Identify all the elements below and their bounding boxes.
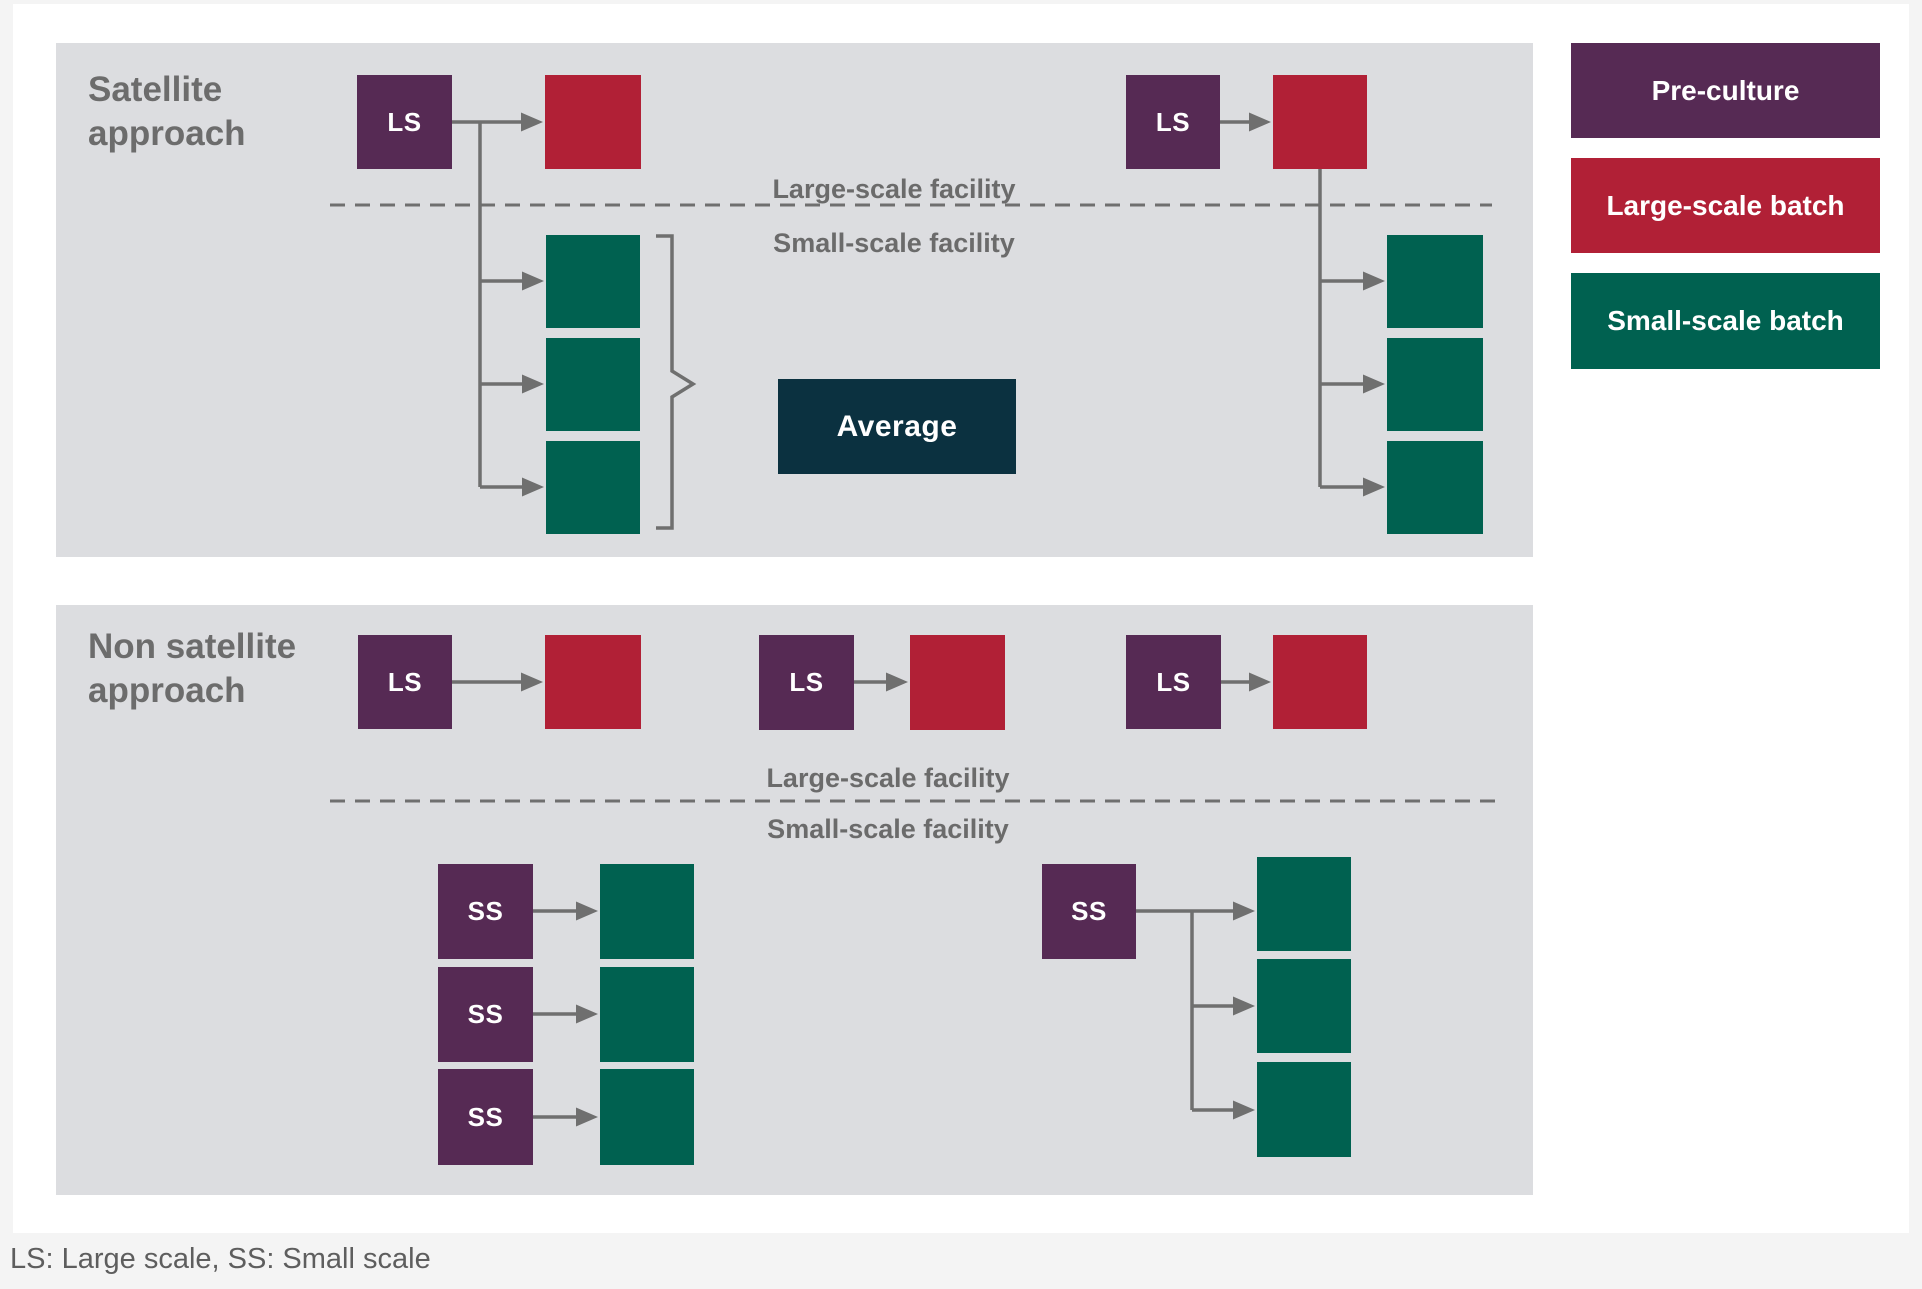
small-scale-batch-node: [1257, 1062, 1351, 1157]
average-brace: [656, 234, 697, 530]
arrowhead-icon: [1249, 672, 1271, 692]
small-scale-facility-label: Small-scale facility: [773, 228, 1015, 258]
small-scale-batch-node: [1387, 441, 1483, 534]
pre-culture-node-small-scale: SS: [438, 1069, 533, 1165]
small-scale-batch-node: [546, 338, 640, 431]
arrowhead-icon: [1363, 477, 1385, 497]
footer-strip: LS: Large scale, SS: Small scale: [0, 1233, 1922, 1289]
arrowhead-icon: [576, 1004, 598, 1024]
large-scale-facility-label: Large-scale facility: [772, 174, 1016, 204]
arrowhead-icon: [1363, 374, 1385, 394]
non-satellite-approach-panel: Non satellite approach LS LS LS Large-sc…: [56, 605, 1533, 1195]
small-scale-batch-node: [600, 1069, 694, 1165]
satellite-approach-panel: Satellite approach LS Large-scale facili…: [56, 43, 1533, 557]
legend-item-pre-culture: Pre-culture: [1571, 43, 1880, 138]
pre-culture-node-small-scale: SS: [438, 864, 533, 959]
arrowhead-icon: [1233, 996, 1255, 1016]
small-scale-facility-label: Small-scale facility: [767, 814, 1009, 844]
arrowhead-icon: [522, 477, 544, 497]
satellite-panel-title: Satellite approach: [88, 68, 246, 156]
non-satellite-title-line1: Non satellite: [88, 627, 297, 666]
large-scale-batch-node: [910, 635, 1005, 730]
arrowhead-icon: [1249, 112, 1271, 132]
small-scale-batch-node: [1387, 235, 1483, 328]
non-satellite-title-line2: approach: [88, 671, 246, 710]
small-scale-batch-node: [1257, 959, 1351, 1053]
large-scale-batch-node: [1273, 635, 1367, 729]
pre-culture-node-large-scale: LS: [1126, 635, 1221, 729]
small-scale-batch-node: [1387, 338, 1483, 431]
large-scale-batch-node: [1273, 75, 1367, 169]
pre-culture-node-small-scale: SS: [438, 967, 533, 1062]
small-scale-batch-node: [600, 967, 694, 1062]
satellite-title-line2: approach: [88, 114, 246, 153]
arrowhead-icon: [522, 271, 544, 291]
arrowhead-icon: [521, 672, 543, 692]
satellite-title-line1: Satellite: [88, 70, 223, 109]
large-scale-batch-node: [545, 75, 641, 169]
arrowhead-icon: [576, 901, 598, 921]
large-scale-batch-node: [545, 635, 641, 729]
small-scale-batch-node: [546, 235, 640, 328]
arrowhead-icon: [1233, 1100, 1255, 1120]
legend-item-small-scale-batch: Small-scale batch: [1571, 273, 1880, 369]
pre-culture-node-large-scale: LS: [759, 635, 854, 730]
small-scale-batch-node: [546, 441, 640, 534]
non-satellite-panel-title: Non satellite approach: [88, 625, 296, 713]
pre-culture-node-large-scale: LS: [358, 635, 452, 729]
pre-culture-node-small-scale: SS: [1042, 864, 1136, 959]
arrowhead-icon: [886, 672, 908, 692]
small-scale-batch-node: [600, 864, 694, 959]
pre-culture-node-large-scale: LS: [1126, 75, 1220, 169]
arrowhead-icon: [576, 1107, 598, 1127]
pre-culture-node-large-scale: LS: [357, 75, 452, 169]
arrowhead-icon: [521, 112, 543, 132]
legend-item-large-scale-batch: Large-scale batch: [1571, 158, 1880, 253]
small-scale-batch-node: [1257, 857, 1351, 951]
abbreviation-caption: LS: Large scale, SS: Small scale: [10, 1243, 431, 1275]
arrowhead-icon: [522, 374, 544, 394]
large-scale-facility-label: Large-scale facility: [766, 763, 1010, 793]
average-box: Average: [778, 379, 1016, 474]
arrowhead-icon: [1363, 271, 1385, 291]
arrowhead-icon: [1233, 901, 1255, 921]
